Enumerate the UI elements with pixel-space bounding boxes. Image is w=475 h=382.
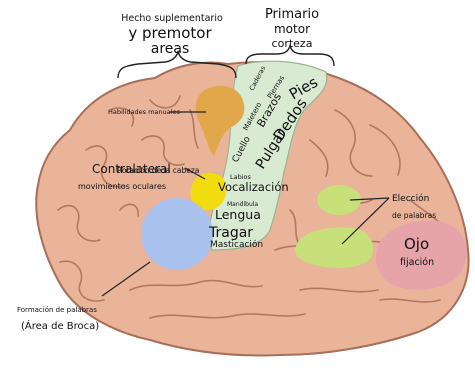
premotor-label-line2: y premotor: [128, 24, 212, 42]
premotor-label-line3: areas: [151, 41, 190, 57]
label-fijacion: fijación: [400, 257, 434, 268]
premotor-label-line1: Hecho suplementario: [121, 13, 223, 24]
label-eleccion-line2: de palabras: [392, 211, 436, 220]
label-ojo: Ojo: [404, 235, 429, 253]
label-tragar: Tragar: [208, 225, 253, 241]
motor-label-line2: motor: [274, 22, 310, 36]
label-broca-line1: Formación de palabras: [17, 306, 97, 314]
label-lengua: Lengua: [215, 207, 261, 222]
broca-area-region: [141, 198, 213, 270]
motor-label-line3: corteza: [272, 37, 313, 50]
label-broca-line2: (Área de Broca): [21, 319, 99, 332]
label-vocalizacion: Vocalización: [218, 180, 289, 194]
label-movimientos: movimientos oculares: [78, 182, 166, 191]
label-eleccion-line1: Elección: [392, 193, 429, 204]
label-masticacion: Masticación: [210, 239, 263, 250]
label-contralateral-visible: Contralateral: [92, 162, 171, 176]
motor-label-line1: Primario: [265, 7, 319, 22]
label-habilidades: Habilidades manuales: [108, 108, 180, 116]
